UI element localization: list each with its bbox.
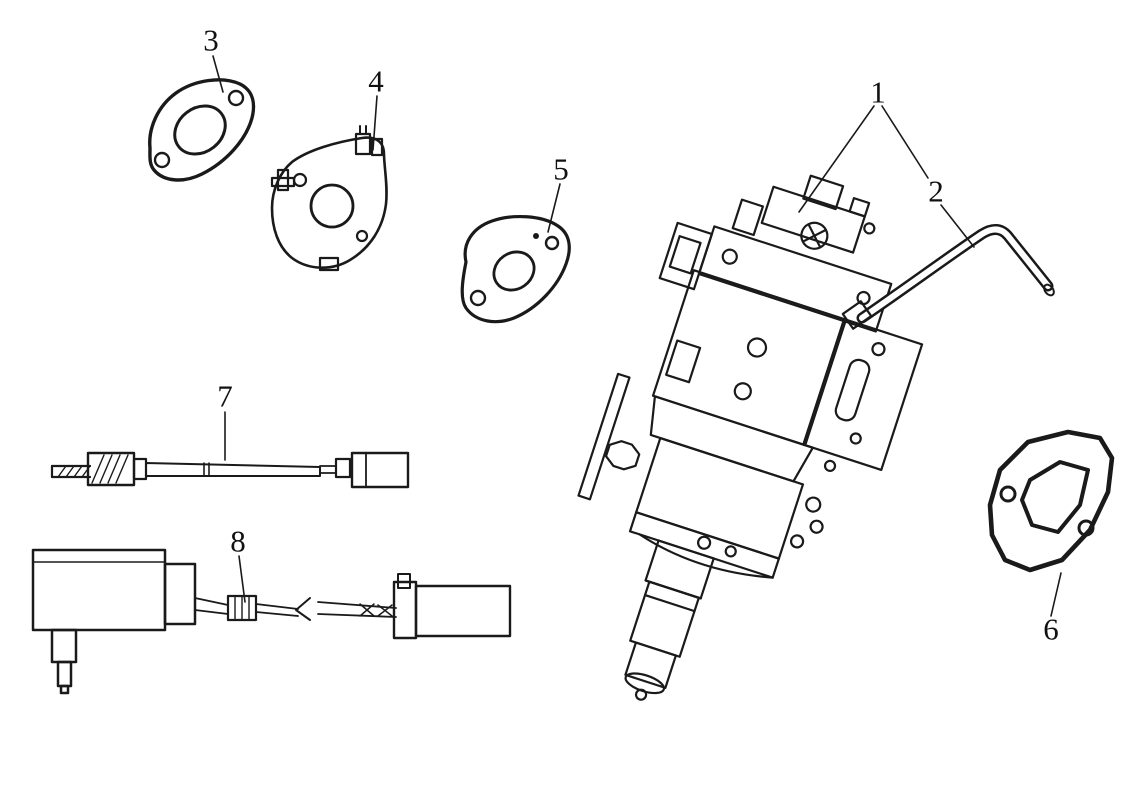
solenoid-8-drawing: [31, 548, 512, 695]
joint-tube-7-drawing: [50, 451, 410, 489]
gasket-6-bolt-hole: [1077, 519, 1095, 537]
callout-7: 7: [217, 378, 233, 414]
leader-line-1b: [881, 105, 929, 179]
callout-4: 4: [368, 63, 384, 99]
leader-line-4: [372, 95, 378, 151]
gasket-3-bolt-hole: [227, 89, 245, 107]
insulator-4-drawing: [270, 125, 388, 272]
gasket-5-center-hole: [492, 250, 536, 292]
carburetor-drawing: [577, 174, 924, 701]
leader-line-8: [238, 555, 246, 603]
insulator-4-bolt-hole: [355, 229, 369, 243]
leader-line-2: [940, 204, 975, 248]
gasket-3-center-hole: [173, 104, 227, 156]
gasket-3-bolt-hole: [153, 151, 171, 169]
callout-5: 5: [553, 151, 569, 187]
callout-3: 3: [203, 22, 219, 58]
leader-line-6: [1050, 572, 1062, 617]
leader-line-1a: [798, 105, 875, 213]
gasket-3-drawing: [148, 78, 256, 182]
gasket-6-center-hole: [1020, 460, 1090, 534]
callout-1: 1: [870, 74, 886, 110]
callout-8: 8: [230, 523, 246, 559]
gasket-6-bolt-hole: [999, 485, 1017, 503]
leader-line-3: [212, 55, 224, 93]
drain-tube-2-drawing: [841, 224, 1055, 330]
gasket-5-bolt-hole: [544, 235, 560, 251]
callout-2: 2: [928, 173, 944, 209]
gasket-6-drawing: [987, 429, 1115, 573]
leader-line-5: [547, 183, 561, 233]
gasket-5-drawing: [460, 214, 571, 324]
insulator-4-bolt-hole: [292, 172, 308, 188]
insulator-4-center-hole: [309, 183, 355, 229]
callout-6: 6: [1043, 611, 1059, 647]
gasket-5-dot: [533, 233, 539, 239]
gasket-5-bolt-hole: [469, 289, 487, 307]
